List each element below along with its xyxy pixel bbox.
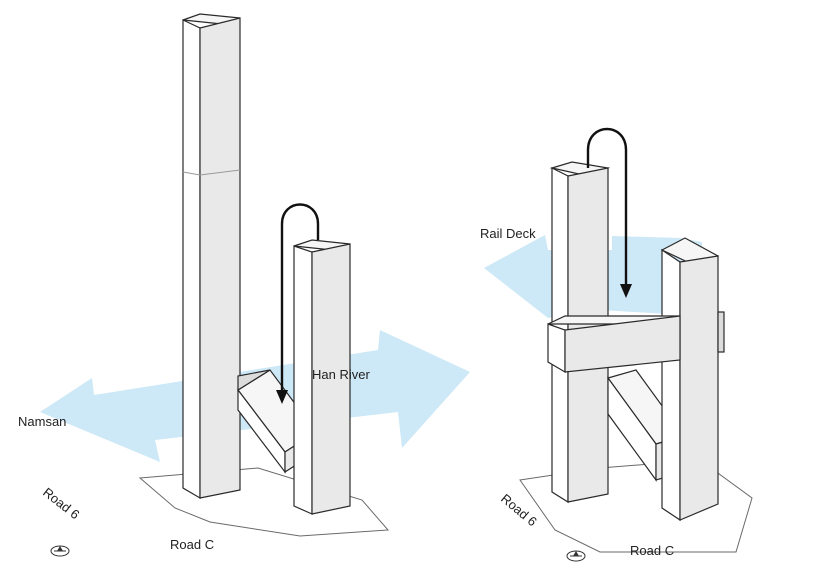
right-arrow-head	[620, 284, 632, 298]
label-road-c-right: Road C	[630, 543, 674, 558]
label-road-6-right: Road 6	[498, 491, 540, 529]
right-tower-right	[660, 237, 725, 522]
left-tall-tower	[182, 13, 241, 500]
right-site-outline	[519, 459, 753, 553]
left-short-tower	[293, 239, 351, 515]
right-cross-bar	[547, 315, 681, 374]
right-diagram: Rail Deck Road 6 Road C	[480, 127, 753, 562]
label-namsan: Namsan	[18, 414, 66, 429]
right-north-symbol	[566, 550, 586, 562]
left-north-symbol	[50, 545, 70, 557]
label-han-river: Han River	[312, 367, 370, 382]
left-circulation-arrow	[280, 203, 320, 398]
label-road-c-left: Road C	[170, 537, 214, 552]
label-rail-deck: Rail Deck	[480, 226, 536, 241]
left-site-outline	[138, 467, 390, 537]
left-arrow-head	[276, 390, 288, 404]
left-diagram: Namsan Han River Road 6 Road C	[18, 13, 470, 557]
label-road-6-left: Road 6	[40, 485, 82, 523]
right-circulation-arrow	[586, 127, 628, 290]
